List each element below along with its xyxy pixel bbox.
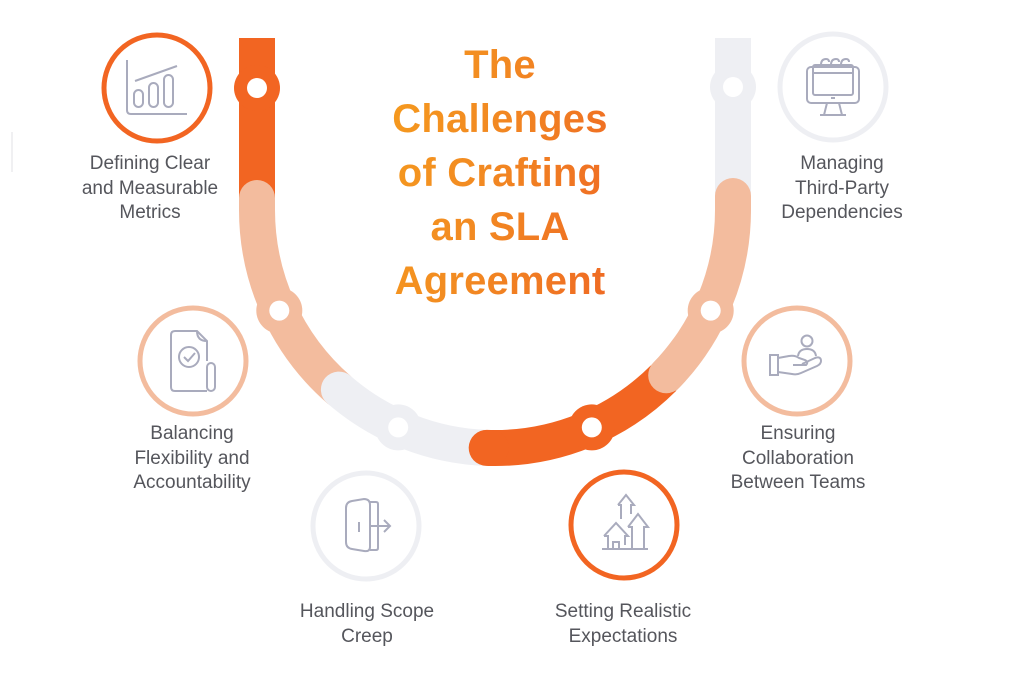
- label-setting-expectations: Setting Realistic Expectations: [508, 600, 738, 649]
- challenge-expectations: [568, 469, 680, 581]
- label-ensuring-collaboration: Ensuring Collaboration Between Teams: [683, 422, 913, 496]
- label-line: Metrics: [119, 202, 181, 223]
- challenge-collaboration: [741, 305, 853, 417]
- label-line: Third-Party: [795, 177, 889, 199]
- label-line: Defining Clear: [89, 153, 211, 174]
- label-line: Ensuring: [760, 423, 836, 444]
- challenge-scope: [310, 470, 422, 582]
- label-line: Setting Realistic: [554, 601, 692, 622]
- label-line: Accountability: [133, 472, 251, 493]
- title-line: Challenges: [392, 97, 608, 141]
- title-line: Agreement: [394, 259, 606, 303]
- node-flexibility-hole: [269, 300, 290, 321]
- hand-person-icon: [769, 334, 823, 376]
- icon-ring-expectations: [568, 469, 680, 581]
- challenge-flexibility: [137, 305, 249, 417]
- label-line: Handling Scope: [299, 601, 435, 622]
- document-check-icon: [170, 330, 216, 392]
- label-balancing-flexibility: Balancing Flexibility and Accountability: [77, 422, 307, 496]
- node-metrics-hole: [247, 78, 267, 98]
- label-line: Balancing: [150, 423, 234, 444]
- door-exit-icon: [345, 497, 392, 553]
- label-line: Creep: [341, 625, 393, 647]
- diagram-title: The Challenges of Crafting an SLA Agreem…: [340, 38, 660, 308]
- bar-chart-icon: [126, 60, 187, 115]
- label-line: Expectations: [568, 625, 678, 647]
- title-line: an SLA: [430, 205, 570, 249]
- label-defining-metrics: Defining Clear and Measurable Metrics: [35, 152, 265, 226]
- edge-divider: [11, 132, 13, 172]
- icon-ring-scope: [310, 470, 422, 582]
- icon-ring-third-party: [777, 31, 889, 143]
- icon-ring-collaboration: [741, 305, 853, 417]
- challenge-third-party: [777, 31, 889, 143]
- label-line: Collaboration: [742, 447, 854, 469]
- label-line: Dependencies: [781, 202, 903, 223]
- u-track: [234, 38, 756, 467]
- calendar-monitor-icon: [806, 57, 860, 116]
- houses-growth-icon: [602, 493, 651, 550]
- icon-ring-flexibility: [137, 305, 249, 417]
- label-handling-scope-creep: Handling Scope Creep: [252, 600, 482, 649]
- label-line: Flexibility and: [134, 447, 250, 469]
- track-junction-cap: [648, 331, 706, 394]
- label-managing-third-party: Managing Third-Party Dependencies: [727, 152, 957, 226]
- node-expectations-hole: [581, 417, 602, 438]
- title-line: The: [464, 43, 536, 87]
- title-line: of Crafting: [397, 151, 603, 195]
- label-line: and Measurable: [81, 177, 219, 199]
- challenge-metrics: [101, 32, 213, 144]
- node-third-party-hole: [723, 77, 743, 97]
- icon-rings: [101, 31, 889, 582]
- label-line: Managing: [800, 153, 884, 174]
- label-line: Between Teams: [730, 472, 866, 493]
- node-collaboration-hole: [700, 300, 721, 321]
- node-scope-hole: [388, 417, 409, 438]
